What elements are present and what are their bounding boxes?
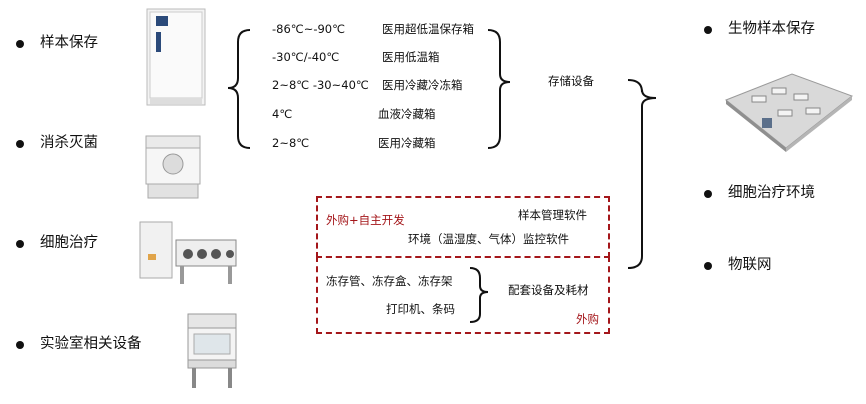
output-iot: 物联网	[728, 257, 772, 273]
category-sample-storage: 样本保存	[40, 35, 98, 51]
bullet-dot	[704, 262, 712, 270]
storage-device: 医用超低温保存箱	[382, 22, 474, 36]
freezer-icon	[146, 8, 206, 106]
storage-device: 血液冷藏箱	[378, 107, 436, 121]
storage-temp: -86℃~-90℃	[272, 22, 346, 36]
consumables-label: 配套设备及耗材	[508, 283, 589, 297]
consumable-item: 冻存管、冻存盒、冻存架	[326, 274, 453, 288]
lab-floorplan-icon	[725, 73, 854, 152]
bullet-dot	[704, 190, 712, 198]
isolator-icon	[139, 221, 237, 284]
software-source-tag: 外购+自主开发	[326, 213, 405, 227]
output-cell-therapy-environment: 细胞治疗环境	[728, 185, 815, 201]
software-item: 样本管理软件	[518, 208, 587, 222]
main-right-brace	[627, 79, 657, 269]
bullet-dot	[16, 341, 24, 349]
software-box	[316, 196, 610, 258]
storage-left-brace	[227, 29, 251, 149]
storage-temp: -30℃/-40℃	[272, 50, 340, 64]
biosafety-cabinet-icon	[187, 313, 237, 388]
category-lab-equipment: 实验室相关设备	[40, 336, 142, 352]
storage-equipment-label: 存储设备	[548, 74, 594, 88]
storage-temp: 2~8℃ -30~40℃	[272, 78, 369, 92]
consumable-item: 打印机、条码	[386, 302, 455, 316]
bullet-dot	[16, 240, 24, 248]
output-bio-sample-storage: 生物样本保存	[728, 21, 815, 37]
storage-temp: 2~8℃	[272, 136, 310, 150]
bullet-dot	[16, 40, 24, 48]
storage-device: 医用冷藏冷冻箱	[382, 78, 463, 92]
storage-right-brace	[487, 29, 511, 149]
category-sterilization: 消杀灭菌	[40, 135, 98, 151]
bullet-dot	[16, 140, 24, 148]
category-cell-therapy: 细胞治疗	[40, 235, 98, 251]
consumables-source-tag: 外购	[576, 312, 599, 326]
software-item: 环境（温湿度、气体）监控软件	[408, 232, 569, 246]
storage-device: 医用冷藏箱	[378, 136, 436, 150]
storage-device: 医用低温箱	[382, 50, 440, 64]
sterilizer-icon	[145, 135, 201, 199]
consumables-brace	[469, 267, 489, 323]
storage-temp: 4℃	[272, 107, 293, 121]
bullet-dot	[704, 26, 712, 34]
consumables-box	[316, 256, 610, 334]
